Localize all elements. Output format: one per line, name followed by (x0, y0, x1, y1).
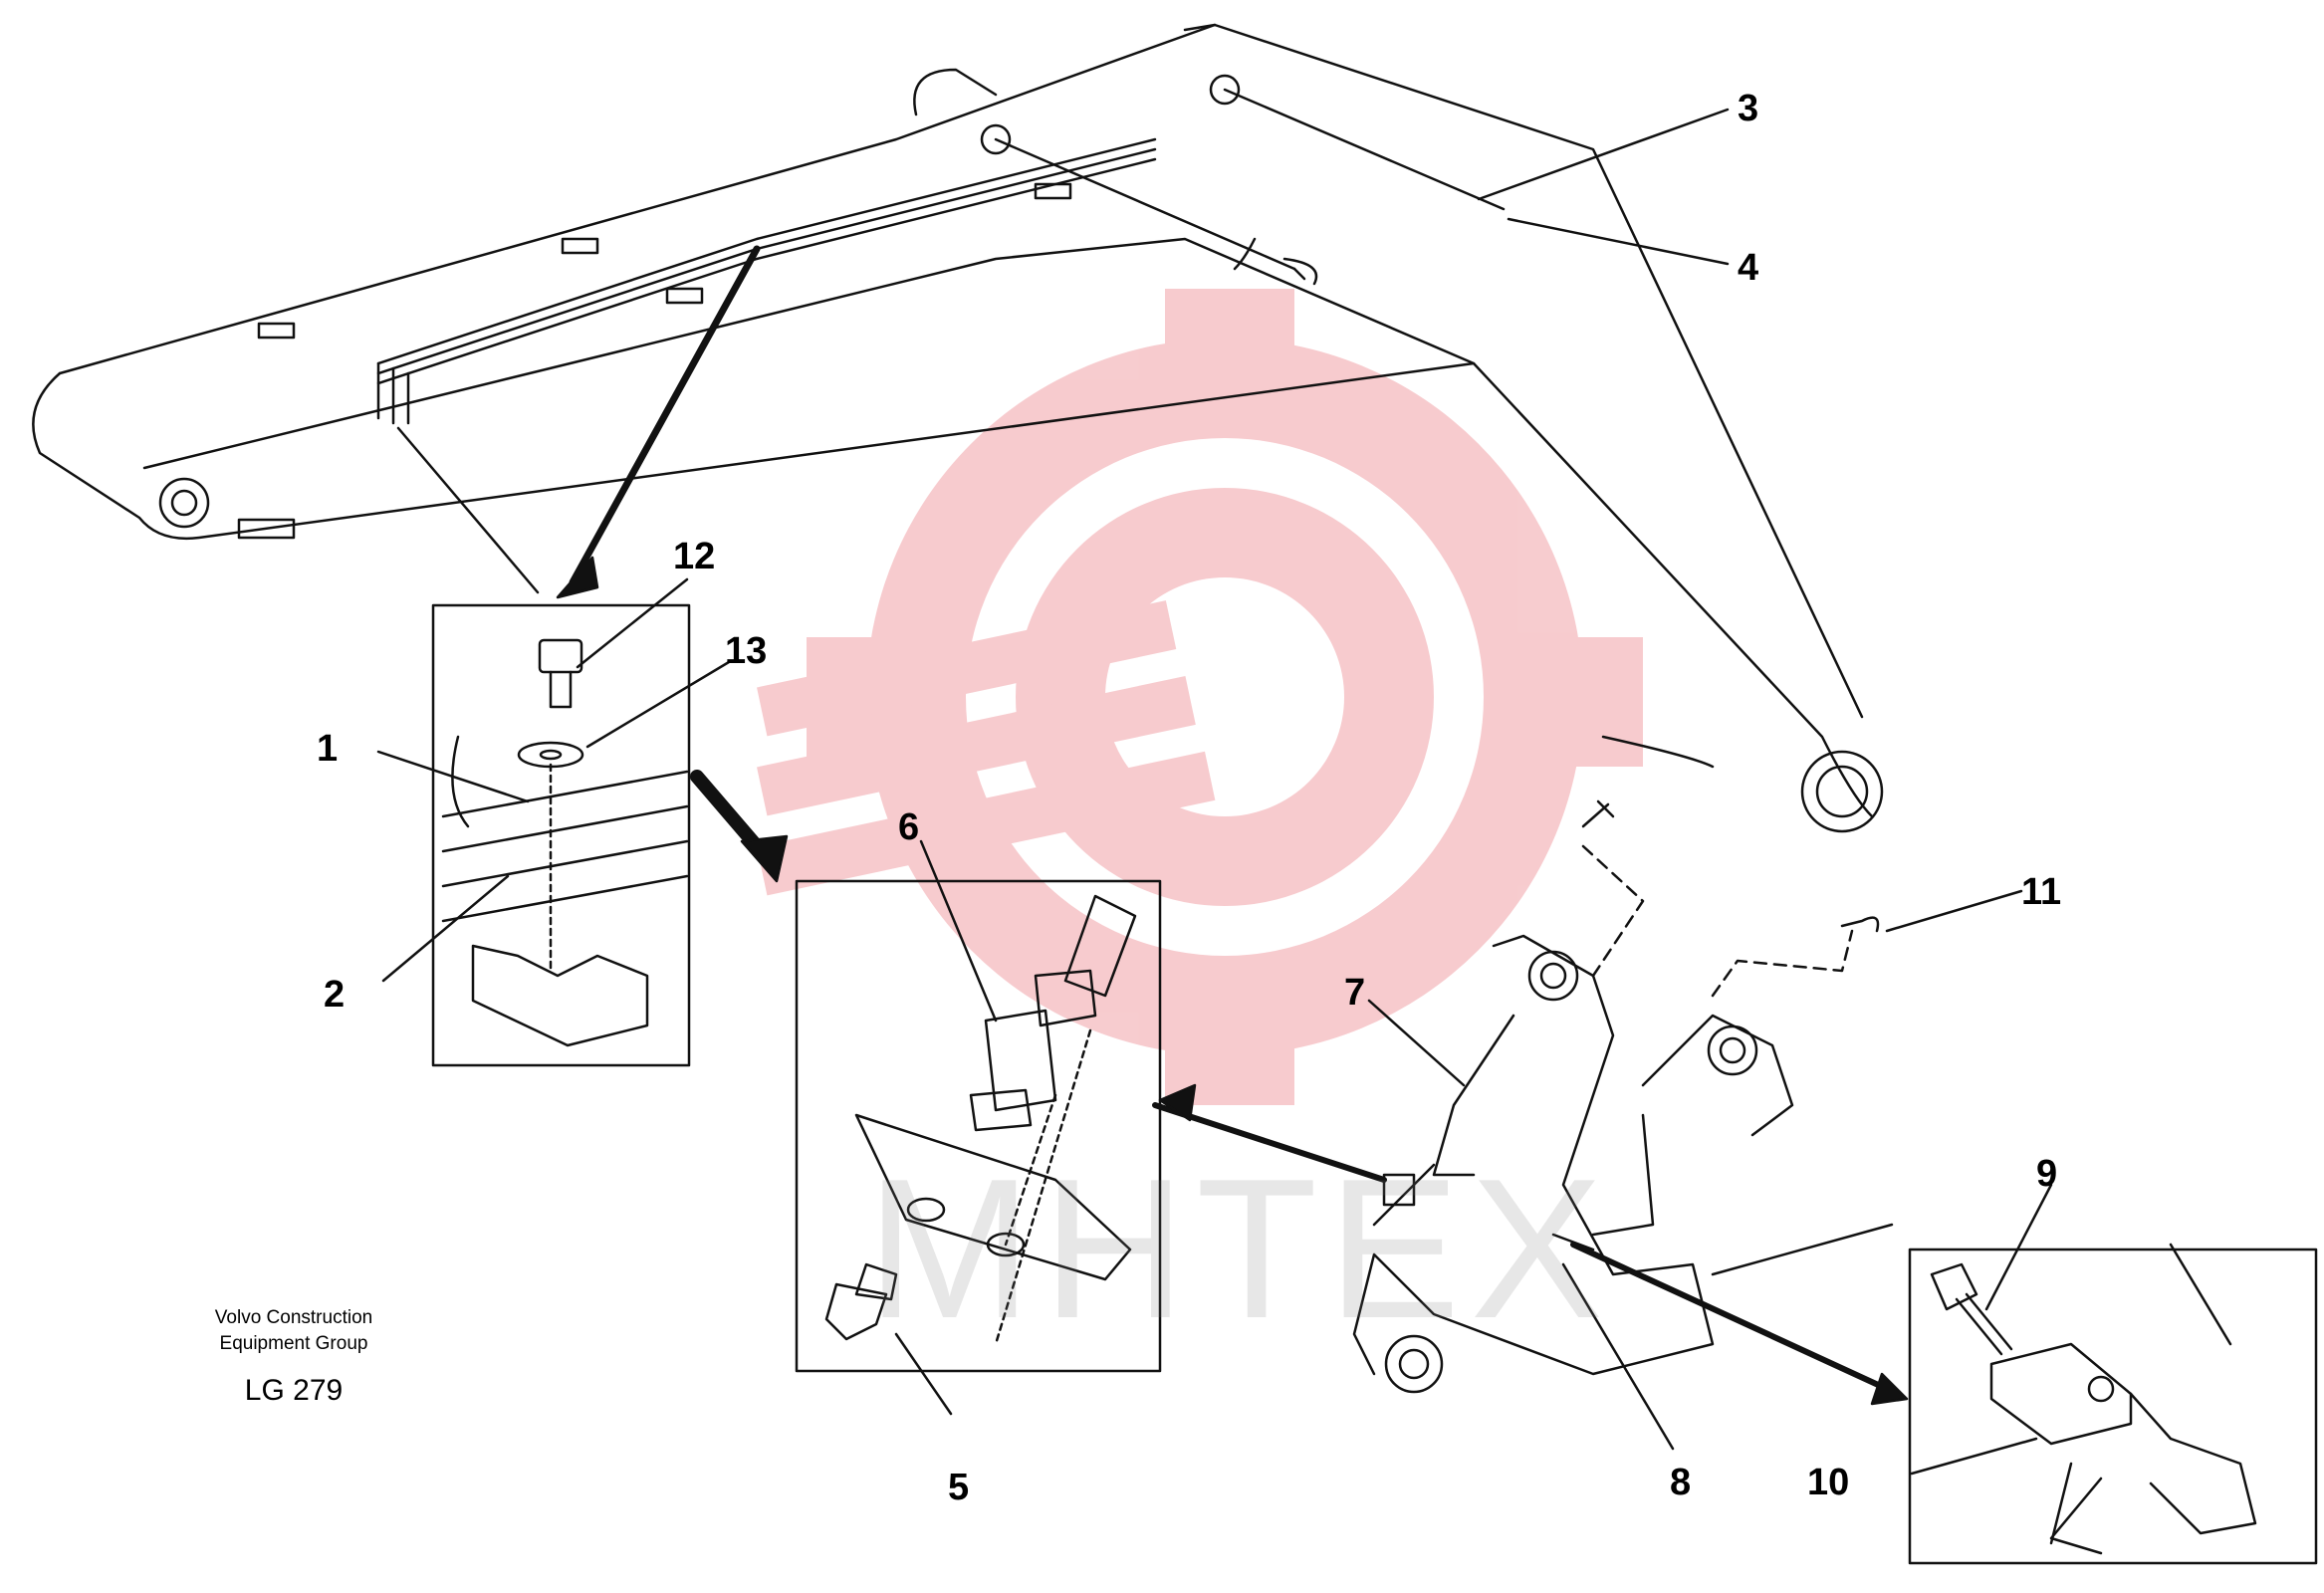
bracket-detail-box (1908, 1243, 2318, 1565)
watermark-gear-logo (757, 289, 1643, 1105)
leader-12 (576, 577, 689, 669)
callout-4: 4 (1738, 247, 1759, 289)
leader-5 (894, 1332, 953, 1416)
leader-6 (919, 839, 998, 1023)
leader-3 (1477, 108, 1730, 201)
callout-11: 11 (2021, 871, 2062, 913)
leader-1 (376, 750, 530, 803)
leader-7 (1367, 999, 1466, 1087)
leader-2 (381, 874, 510, 983)
callout-8: 8 (1670, 1462, 1692, 1503)
callout-6: 6 (898, 806, 920, 848)
arm-linkage (1152, 799, 1909, 1406)
leader-10 (1910, 1437, 2038, 1476)
callout-10: 10 (1807, 1462, 1850, 1503)
arrow-to-fitting-box (690, 770, 764, 853)
watermark-text: MHTEX (866, 1138, 1613, 1360)
clamp-detail-box (431, 603, 691, 1067)
leader-line-1 (396, 426, 540, 594)
leader-11 (1885, 889, 2023, 933)
callout-7: 7 (1344, 972, 1366, 1014)
leader-13 (585, 660, 731, 749)
callout-9: 9 (2036, 1153, 2058, 1195)
arrow-head-fitting (740, 834, 789, 883)
callout-12: 12 (673, 536, 716, 577)
credit-line-2: Equipment Group (219, 1333, 368, 1354)
leader-4 (1507, 217, 1730, 266)
credit-line-1: Volvo Construction (214, 1307, 373, 1328)
callout-13: 13 (725, 630, 768, 672)
leader-9 (1984, 1183, 2053, 1311)
arrow-line-left (569, 245, 761, 586)
callout-5: 5 (948, 1467, 970, 1508)
leader-8 (1561, 1262, 1675, 1451)
fitting-detail-box (795, 879, 1162, 1373)
callout-1: 1 (317, 728, 339, 770)
arrow-head-left (556, 556, 599, 599)
diagram-code: LG 279 (244, 1374, 344, 1407)
callout-2: 2 (324, 974, 346, 1016)
callout-3: 3 (1738, 88, 1759, 129)
